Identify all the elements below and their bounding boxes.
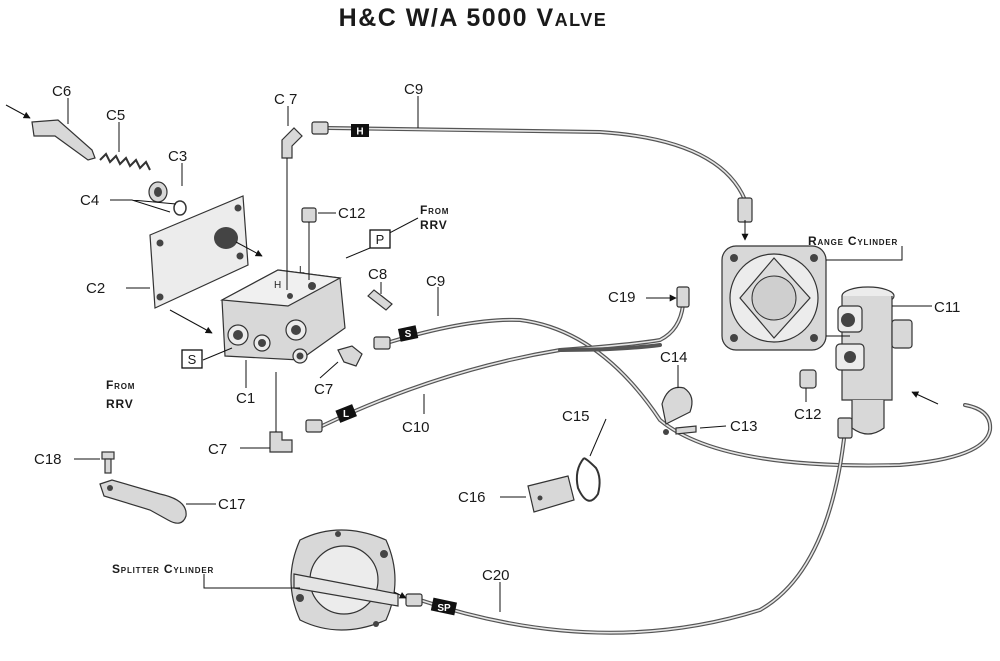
label-c2: C2 bbox=[86, 280, 105, 297]
svg-text:S: S bbox=[188, 352, 197, 367]
part-c6-plunger bbox=[5, 104, 96, 161]
part-c7-elbow-low bbox=[269, 431, 293, 453]
callout-from-rrv-bottom-line2: RRV bbox=[106, 397, 134, 411]
part-c3-seat bbox=[148, 181, 168, 203]
label-c3: C3 bbox=[168, 148, 187, 165]
callout-from-rrv-bottom-line1: From bbox=[106, 378, 135, 392]
port-box-s: S bbox=[181, 349, 203, 369]
part-c8-bolt bbox=[367, 289, 393, 311]
fitting-c19 bbox=[676, 286, 690, 308]
svg-text:P: P bbox=[376, 232, 385, 247]
svg-text:H: H bbox=[356, 127, 363, 138]
label-c12-cylinder: C12 bbox=[794, 406, 822, 423]
label-c19: C19 bbox=[608, 289, 636, 306]
part-c16-bracket bbox=[527, 475, 575, 513]
part-c14-clamp bbox=[661, 386, 693, 435]
label-c1: C1 bbox=[236, 390, 255, 407]
svg-text:S: S bbox=[405, 329, 412, 340]
label-c14: C14 bbox=[660, 349, 688, 366]
leader-lines bbox=[67, 96, 932, 612]
hose-c20-splitter bbox=[405, 417, 853, 635]
hose-tag-sp: SP bbox=[430, 597, 457, 616]
label-c9-top: C9 bbox=[404, 81, 423, 98]
part-c12-plug-valve bbox=[301, 207, 317, 223]
label-c7-top: C 7 bbox=[274, 91, 297, 108]
hose-c9-high bbox=[311, 121, 753, 223]
hose-c10-low bbox=[305, 286, 690, 433]
part-c17-bracket bbox=[99, 479, 187, 524]
label-c11: C11 bbox=[934, 299, 960, 316]
part-c5-spring bbox=[99, 152, 151, 171]
label-c4: C4 bbox=[80, 192, 99, 209]
part-c7-elbow-right bbox=[337, 345, 363, 367]
label-c10: C10 bbox=[402, 419, 430, 436]
port-letter-l: L bbox=[299, 265, 305, 276]
label-c9-mid: C9 bbox=[426, 273, 445, 290]
svg-text:L: L bbox=[343, 409, 349, 420]
label-c17: C17 bbox=[218, 496, 246, 513]
callout-splitter-cylinder: Splitter Cylinder bbox=[112, 562, 214, 576]
hose-tag-s: S bbox=[397, 325, 419, 342]
label-c12-valve: C12 bbox=[338, 205, 366, 222]
label-c5: C5 bbox=[106, 107, 125, 124]
label-c13: C13 bbox=[730, 418, 758, 435]
label-c7-low: C7 bbox=[208, 441, 227, 458]
part-splitter-cylinder bbox=[290, 529, 399, 631]
part-c13-screw bbox=[675, 425, 697, 435]
part-c12-plug-cylinder bbox=[799, 369, 817, 389]
label-c18: C18 bbox=[34, 451, 62, 468]
hose-tag-l: L bbox=[335, 404, 357, 423]
hose-c19-loop bbox=[558, 343, 662, 352]
part-c7-elbow-top bbox=[281, 127, 303, 159]
diagram-title: H&C W/A 5000 Valve bbox=[338, 4, 608, 32]
port-letter-h: H bbox=[274, 280, 281, 291]
callout-from-rrv-top-line2: RRV bbox=[420, 218, 448, 232]
label-c15: C15 bbox=[562, 408, 590, 425]
part-c2-gasket bbox=[149, 195, 249, 309]
label-c16: C16 bbox=[458, 489, 486, 506]
port-box-p: P bbox=[369, 229, 391, 249]
part-c1-valve-body bbox=[219, 269, 346, 364]
hose-tag-h: H bbox=[351, 124, 369, 138]
part-range-cylinder bbox=[721, 245, 827, 351]
part-c4-oring bbox=[173, 200, 187, 216]
svg-text:SP: SP bbox=[437, 603, 451, 614]
label-c6: C6 bbox=[52, 83, 71, 100]
callout-from-rrv-top-line1: From bbox=[420, 203, 449, 217]
label-c7-right: C7 bbox=[314, 381, 333, 398]
hose-c9-slow bbox=[373, 317, 993, 468]
part-c11-housing bbox=[835, 286, 913, 435]
label-c20: C20 bbox=[482, 567, 510, 584]
part-c18-bolt bbox=[101, 451, 115, 474]
label-c8: C8 bbox=[368, 266, 387, 283]
part-c15-clip bbox=[575, 457, 601, 502]
callout-range-cylinder: Range Cylinder bbox=[808, 234, 898, 248]
